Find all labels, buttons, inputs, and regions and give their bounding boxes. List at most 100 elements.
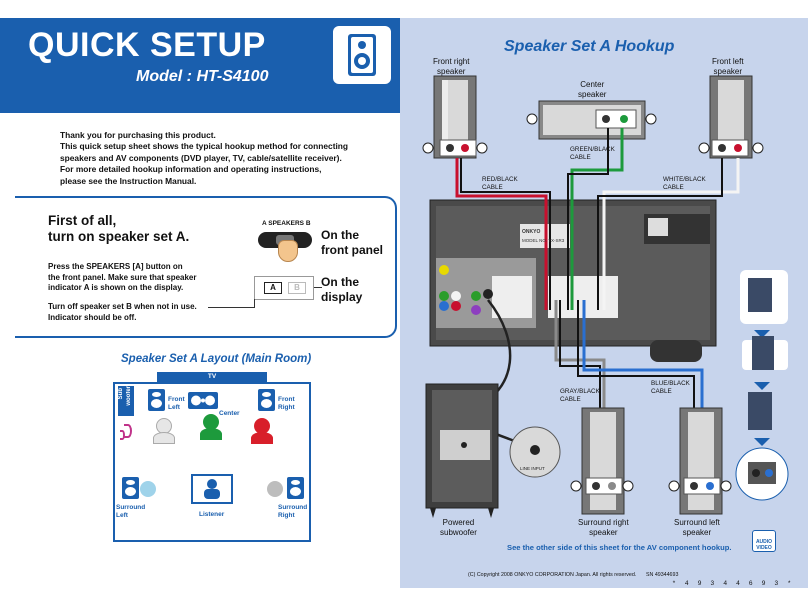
front-panel-caption: On the front panel xyxy=(321,228,383,258)
caption-line: display xyxy=(321,290,363,304)
copyright-text: (C) Copyright 2008 ONKYO CORPORATION Jap… xyxy=(468,572,637,578)
instruction-line: Press the SPEAKERS [A] button on xyxy=(48,262,183,271)
leader-line xyxy=(314,287,322,288)
surround-right-label: Surround Right xyxy=(278,504,307,520)
powered-subwoofer-label: Powered subwoofer xyxy=(440,518,477,538)
barcode-number: * 4 9 3 4 4 6 9 3 * xyxy=(672,580,794,587)
sound-wave-icon xyxy=(120,430,125,440)
indicator-a: A xyxy=(264,282,282,294)
center-marker-base xyxy=(200,428,222,440)
label-line: CABLE xyxy=(560,395,581,403)
label-line: Right xyxy=(278,404,295,411)
pointing-hand-icon xyxy=(278,240,298,262)
label-line: CABLE xyxy=(651,387,672,395)
hookup-title: Speaker Set A Hookup xyxy=(504,38,675,55)
serial-number: SN 49344693 xyxy=(646,572,679,578)
tv-bar: TV xyxy=(157,372,267,382)
gray-black-cable-label: GRAY/BLACK CABLE xyxy=(560,388,600,403)
center-marker xyxy=(203,414,219,430)
instruction-line: indicator A is shown on the display. xyxy=(48,283,184,292)
center-label: Center xyxy=(219,410,240,417)
white-black-cable-black xyxy=(597,158,723,310)
line-input-label: LINE INPUT xyxy=(520,466,545,471)
surround-left-speaker xyxy=(668,407,732,515)
subwoofer-icon xyxy=(118,386,134,416)
see-other-side-note: See the other side of this sheet for the… xyxy=(507,543,732,552)
caption-line: On the xyxy=(321,228,359,242)
display-caption: On the display xyxy=(321,275,362,305)
subwoofer-label: Sub xyxy=(118,388,124,399)
label-line: Powered xyxy=(442,518,475,527)
terminal-steps xyxy=(735,270,789,501)
label-line: CABLE xyxy=(482,183,503,191)
label-line: RED/BLACK xyxy=(482,176,518,183)
front-left-speaker-label: Front left speaker xyxy=(712,57,744,76)
listener-sofa-icon xyxy=(191,474,233,504)
label-line: Front left xyxy=(712,57,744,66)
receiver-brand: ONKYO xyxy=(522,229,541,235)
surround-right-speaker-icon xyxy=(287,477,304,499)
front-left-speaker xyxy=(709,75,753,159)
surround-right-speaker xyxy=(570,407,634,515)
intro-line: Thank you for purchasing this product. xyxy=(60,130,216,140)
front-left-label: Front Left xyxy=(168,396,185,412)
powered-subwoofer xyxy=(425,383,561,518)
label-line: Front xyxy=(278,396,295,403)
label-line: BLUE/BLACK xyxy=(651,380,690,387)
white-black-cable-label: WHITE/BLACK CABLE xyxy=(663,176,706,191)
label-line: CABLE xyxy=(663,183,684,191)
label-line: GRAY/BLACK xyxy=(560,388,600,395)
heading-line: First of all, xyxy=(48,213,117,228)
intro-line: This quick setup sheet shows the typical… xyxy=(60,141,349,152)
label-line: VIDEO xyxy=(756,544,772,551)
surround-left-marker xyxy=(140,481,156,497)
label-line: Right xyxy=(278,512,295,519)
front-right-speaker xyxy=(433,75,477,159)
speaker-logo-icon xyxy=(333,26,391,84)
listener-label: Listener xyxy=(199,511,225,518)
label-line: GREEN/BLACK xyxy=(570,146,615,153)
surround-left-label: Surround Left xyxy=(116,504,145,520)
center-speaker-label: Center speaker xyxy=(578,80,606,99)
first-of-all-heading: First of all, turn on speaker set A. xyxy=(48,213,189,245)
intro-line: speakers and AV components (DVD player, … xyxy=(60,152,342,163)
center-speaker xyxy=(538,100,646,140)
label-line: subwoofer xyxy=(440,528,477,537)
instruction-line: Indicator should be off. xyxy=(48,312,137,322)
speakers-button-label: A SPEAKERS B xyxy=(262,220,311,227)
hookup-diagram xyxy=(422,75,789,518)
label-line: Left xyxy=(116,512,128,519)
intro-line: For more detailed hookup information and… xyxy=(60,164,322,175)
audio-video-icon: AUDIO VIDEO xyxy=(752,530,776,552)
label-line: speaker xyxy=(437,66,466,76)
subwoofer-label-2: woofer xyxy=(126,386,132,406)
receiver-model: MODEL NO. TX-SR3 xyxy=(522,238,565,243)
surround-left-speaker-icon xyxy=(122,477,139,499)
red-black-cable xyxy=(455,158,548,310)
label-line: Surround xyxy=(116,504,146,511)
surround-left-speaker-label: Surround left speaker xyxy=(674,518,720,538)
label-line: Center xyxy=(580,80,605,89)
leader-line xyxy=(254,299,255,308)
label-line: AUDIO xyxy=(755,539,773,545)
label-line: Sub xyxy=(118,388,124,400)
label-line: speaker xyxy=(578,89,607,99)
heading-line: turn on speaker set A. xyxy=(48,229,190,244)
instruction-line: Turn off speaker set B when not in use. xyxy=(48,302,197,311)
intro-text: Thank you for purchasing this product. T… xyxy=(60,130,390,187)
front-right-speaker-icon xyxy=(258,389,275,411)
press-instructions: Press the SPEAKERS [A] button on the fro… xyxy=(48,262,197,294)
sound-wave-icon xyxy=(124,424,132,438)
front-left-speaker-icon xyxy=(148,389,165,411)
layout-title: Speaker Set A Layout (Main Room) xyxy=(121,353,312,365)
label-line: speaker xyxy=(589,528,618,537)
label-line: Front right xyxy=(433,57,470,66)
first-of-all-panel xyxy=(15,196,397,338)
label-line: WHITE/BLACK xyxy=(663,176,706,183)
label-line: woofer xyxy=(126,386,132,406)
turnoff-instructions: Turn off speaker set B when not in use. … xyxy=(48,302,197,323)
label-line: Front xyxy=(168,396,185,403)
front-right-label: Front Right xyxy=(278,396,295,412)
label-line: CABLE xyxy=(570,153,591,161)
label-line: Left xyxy=(168,404,180,411)
